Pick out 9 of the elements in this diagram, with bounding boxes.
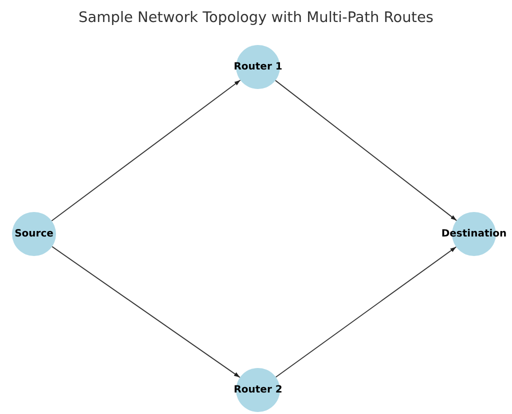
arrow <box>274 80 458 222</box>
arrow <box>52 246 240 378</box>
node-label: Destination <box>441 228 507 240</box>
arrow <box>51 80 241 222</box>
arrow <box>275 246 457 378</box>
node-label: Router 1 <box>234 62 282 72</box>
node-label: Router 2 <box>234 384 282 396</box>
node-label: Source <box>14 228 54 240</box>
chart-title: Sample Network Topology with Multi-Path Routes <box>78 10 434 26</box>
